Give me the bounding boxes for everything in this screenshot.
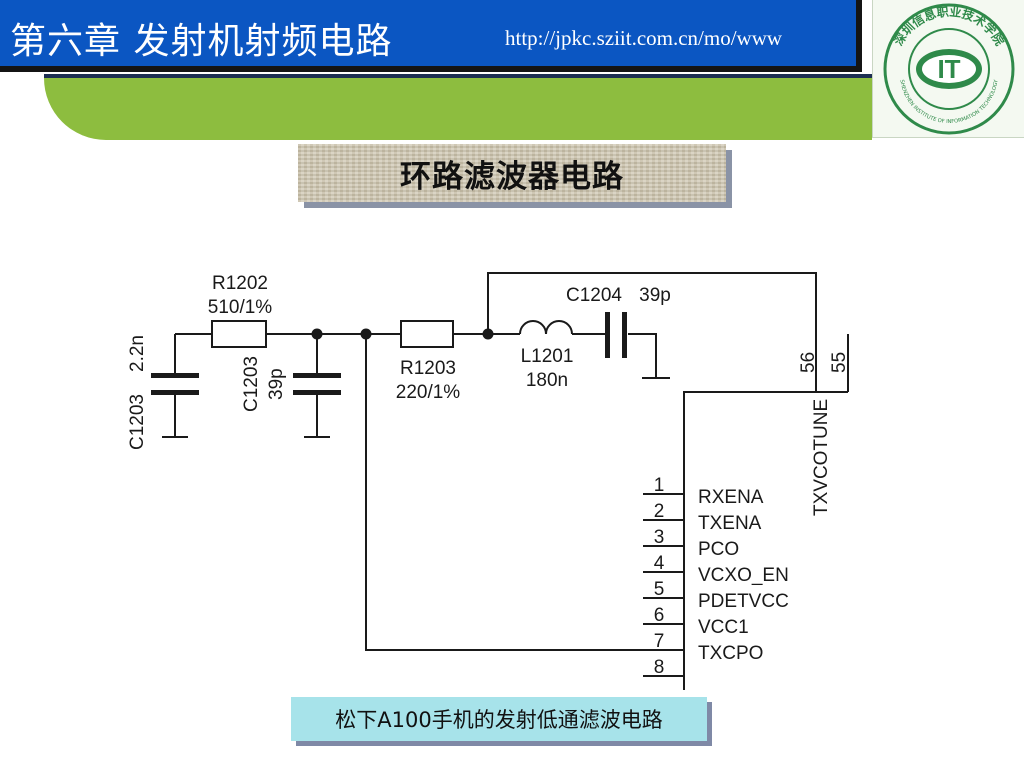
resistor-r1203 [400,320,454,348]
pin-number: 5 [654,579,665,600]
cap-c1203-mid-wire [304,334,330,438]
pin-number: 3 [654,527,665,548]
pin-name: TXENA [698,513,762,534]
cap-plate [293,390,341,395]
label-c1203-mid-ref: C1203 [241,356,262,412]
pin-55-number: 55 [829,352,850,373]
pin-name: RXENA [698,487,764,508]
pin-number: 1 [654,475,665,496]
cap-plate [605,312,610,358]
slide-title: 环路滤波器电路 [400,158,624,195]
label-r1203-ref: R1203 [400,358,456,379]
label-c1203-left-value: 2.2n [127,335,148,372]
header-url[interactable]: http://jpkc.sziit.com.cn/mo/www [505,26,783,50]
c1204-wire [572,333,670,379]
school-seal-logo: 深圳信息职业技术学院 SHENZHEN INSTITUTE OF INFORMA… [883,3,1015,135]
logo-center-text: IT [937,54,960,84]
chapter-title: 第六章 发射机射频电路 [10,21,393,62]
junction-dot [311,328,323,340]
pin-56-number: 56 [798,352,819,373]
pin-name: VCXO_EN [698,565,789,586]
label-c1204-value: 39p [639,285,671,306]
cap-plate [151,373,199,378]
label-r1202-ref: R1202 [212,273,268,294]
label-r1202-value: 510/1% [208,297,273,318]
junction-dot [482,328,494,340]
label-c1203-left-ref: C1203 [127,394,148,450]
pin-number: 4 [654,553,665,574]
label-l1201-ref: L1201 [521,346,574,367]
pin-number: 7 [654,631,665,652]
cap-plate [293,373,341,378]
header-bar: 第六章 发射机射频电路 http://jpkc.sziit.com.cn/mo/… [0,0,862,72]
txcpo-wire [365,334,684,651]
label-r1203-value: 220/1% [396,382,461,403]
slide-title-box: 环路滤波器电路 [298,144,726,202]
junction-dot [360,328,372,340]
inductor-l1201 [519,320,573,335]
label-c1203-mid-value: 39p [266,368,287,400]
pin-number: 6 [654,605,665,626]
label-l1201-value: 180n [526,370,568,391]
header-green-band [44,78,872,140]
cap-plate [622,312,627,358]
pin-number: 2 [654,501,665,522]
pin-number: 8 [654,657,665,678]
pin-name: PCO [698,539,739,560]
ic-txvcotune-label: TXVCOTUNE [811,399,832,516]
pin-name: TXCPO [698,643,763,664]
header-divider [44,74,872,78]
pin-name: VCC1 [698,617,749,638]
txvcotune-wire [487,272,817,392]
pin-name: PDETVCC [698,591,789,612]
logo-panel: 深圳信息职业技术学院 SHENZHEN INSTITUTE OF INFORMA… [872,0,1024,138]
ic-outline [683,391,848,690]
resistor-r1202 [211,320,267,348]
label-c1204-ref: C1204 [566,285,622,306]
ic-pin-leads [643,493,684,677]
cap-c1203-left-wire [162,334,188,438]
figure-caption: 松下A100手机的发射低通滤波电路 [335,708,663,732]
caption-box: 松下A100手机的发射低通滤波电路 [291,697,707,741]
cap-plate [151,390,199,395]
